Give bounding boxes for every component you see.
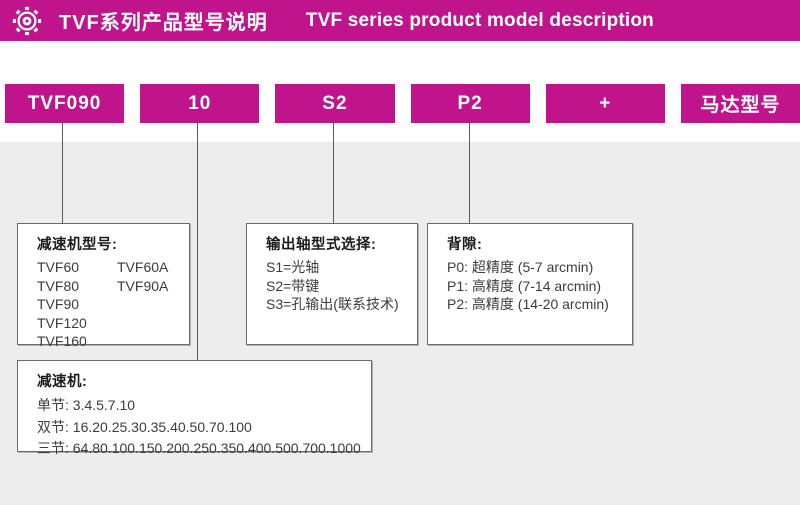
list-item: TVF160 [37,333,87,350]
output-shaft-box: 输出轴型式选择: S1=光轴 S2=带键 S3=孔输出(联系技术) [246,223,418,345]
list-item: 三节: 64.80.100.150.200.250.350.400.500.70… [37,440,361,456]
list-item: TVF120 [37,314,87,331]
page-title-zh: TVF系列产品型号说明 [59,12,268,34]
ratio-title: 减速机: [37,374,88,390]
list-item: 双节: 16.20.25.30.35.40.50.70.100 [37,418,252,435]
backlash-title: 背隙: [447,237,483,253]
list-item: TVF60 [37,259,80,275]
page-title-en: TVF series product model description [305,9,654,31]
gear-icon [11,5,43,37]
output-shaft-title: 输出轴型式选择: [266,237,377,253]
reducer-model-columns: TVF60 TVF80 TVF90 TVF120 TVF160 TVF60A T… [37,258,181,351]
reducer-model-box: 减速机型号: TVF60 TVF80 TVF90 TVF120 TVF160 T… [17,223,190,349]
list-item: TVF60A [117,259,169,275]
list-item: S1=光轴 [266,259,320,275]
model-segment-motor: 马达型号 [680,84,800,123]
list-item: TVF90A [117,277,169,294]
ratio-box: 减速机: 单节: 3.4.5.7.10 双节: 16.20.25.30.35.4… [17,360,372,456]
model-code-row: TVF090 10 S2 P2 + 马达型号 [5,84,800,123]
list-item: S3=孔输出(联系技术) [266,296,399,313]
connector-line-frame-size [62,123,63,223]
model-segment-plus: + [545,84,665,123]
model-segment-ratio: 10 [140,84,260,123]
model-segment-frame-size: TVF090 [5,84,125,123]
list-item: 单节: 3.4.5.7.10 [37,397,136,413]
list-item: S2=带键 [266,277,320,294]
model-segment-backlash: P2 [410,84,530,123]
reducer-model-title: 减速机型号: [37,237,118,253]
connector-line-shaft-type [333,123,334,223]
list-item: P1: 高精度 (7-14 arcmin) [447,277,602,294]
header-bar: TVF系列产品型号说明 TVF series product model des… [0,0,800,41]
list-item: P0: 超精度 (5-7 arcmin) [447,259,594,275]
list-item: TVF80 [37,277,80,294]
model-segment-shaft-type: S2 [275,84,395,123]
list-item: P2: 高精度 (14-20 arcmin) [447,296,609,313]
backlash-box: 背隙: P0: 超精度 (5-7 arcmin) P1: 高精度 (7-14 a… [427,223,633,345]
connector-line-ratio [197,123,198,360]
list-item: TVF90 [37,296,80,313]
connector-line-backlash [469,123,470,223]
